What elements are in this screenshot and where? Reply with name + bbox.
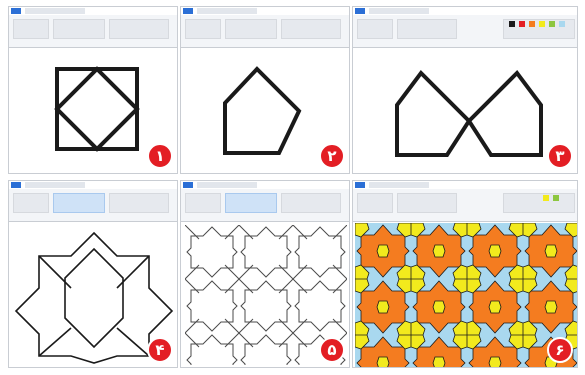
file-tab[interactable]	[355, 182, 365, 188]
color-swatch[interactable]	[509, 21, 515, 27]
step-4-panel: ۴	[8, 180, 178, 368]
drawing-canvas[interactable]	[357, 51, 573, 169]
step-badge: ۵	[319, 337, 345, 363]
tab-bar	[9, 7, 177, 15]
step-5-panel: ۵	[180, 180, 350, 368]
paint-ribbon	[181, 7, 349, 48]
color-swatch[interactable]	[543, 195, 549, 201]
shapes-group[interactable]	[397, 19, 457, 39]
colors-group[interactable]	[503, 193, 575, 213]
step-6-panel: ۶	[352, 180, 578, 368]
tools-group[interactable]	[357, 19, 393, 39]
tools-group[interactable]	[185, 193, 221, 213]
window-title-bar	[369, 8, 429, 14]
file-tab[interactable]	[355, 8, 365, 14]
step-badge: ۶	[547, 337, 573, 363]
color-swatch[interactable]	[549, 21, 555, 27]
file-tab[interactable]	[11, 8, 21, 14]
paint-ribbon	[353, 181, 577, 222]
tab-bar	[353, 181, 577, 189]
tools-group[interactable]	[185, 19, 221, 39]
colors-group[interactable]	[281, 19, 341, 39]
step-2-panel: ۲	[180, 6, 350, 174]
color-swatch[interactable]	[559, 21, 565, 27]
color-swatch[interactable]	[519, 21, 525, 27]
drawing-canvas[interactable]	[355, 223, 575, 365]
shapes-group[interactable]	[397, 193, 457, 213]
mirrored-shapes-drawing	[357, 51, 575, 171]
step-3-panel: ۳	[352, 6, 578, 174]
step-badge: ۱	[147, 143, 173, 169]
window-title-bar	[369, 182, 429, 188]
paint-ribbon	[181, 181, 349, 222]
shapes-group[interactable]	[225, 193, 277, 213]
shapes-group[interactable]	[225, 19, 277, 39]
step-1-panel: ۱	[8, 6, 178, 174]
tab-bar	[9, 181, 177, 189]
color-swatch[interactable]	[529, 21, 535, 27]
file-tab[interactable]	[183, 8, 193, 14]
colors-group[interactable]	[281, 193, 341, 213]
tools-group[interactable]	[13, 193, 49, 213]
tab-bar	[181, 7, 349, 15]
color-swatch[interactable]	[553, 195, 559, 201]
step-badge: ۳	[547, 143, 573, 169]
window-title-bar	[25, 182, 85, 188]
step-badge: ۲	[319, 143, 345, 169]
tools-group[interactable]	[357, 193, 393, 213]
paint-ribbon	[9, 181, 177, 222]
shapes-group[interactable]	[53, 19, 105, 39]
tab-bar	[353, 7, 577, 15]
file-tab[interactable]	[183, 182, 193, 188]
colors-group[interactable]	[109, 193, 169, 213]
color-swatch[interactable]	[539, 21, 545, 27]
shapes-group[interactable]	[53, 193, 105, 213]
tools-group[interactable]	[13, 19, 49, 39]
colored-tile-drawing	[355, 223, 577, 367]
paint-ribbon	[9, 7, 177, 48]
paint-ribbon	[353, 7, 577, 48]
tab-bar	[181, 181, 349, 189]
step-badge: ۴	[147, 337, 173, 363]
window-title-bar	[197, 182, 257, 188]
window-title-bar	[197, 8, 257, 14]
window-title-bar	[25, 8, 85, 14]
colors-group[interactable]	[109, 19, 169, 39]
file-tab[interactable]	[11, 182, 21, 188]
